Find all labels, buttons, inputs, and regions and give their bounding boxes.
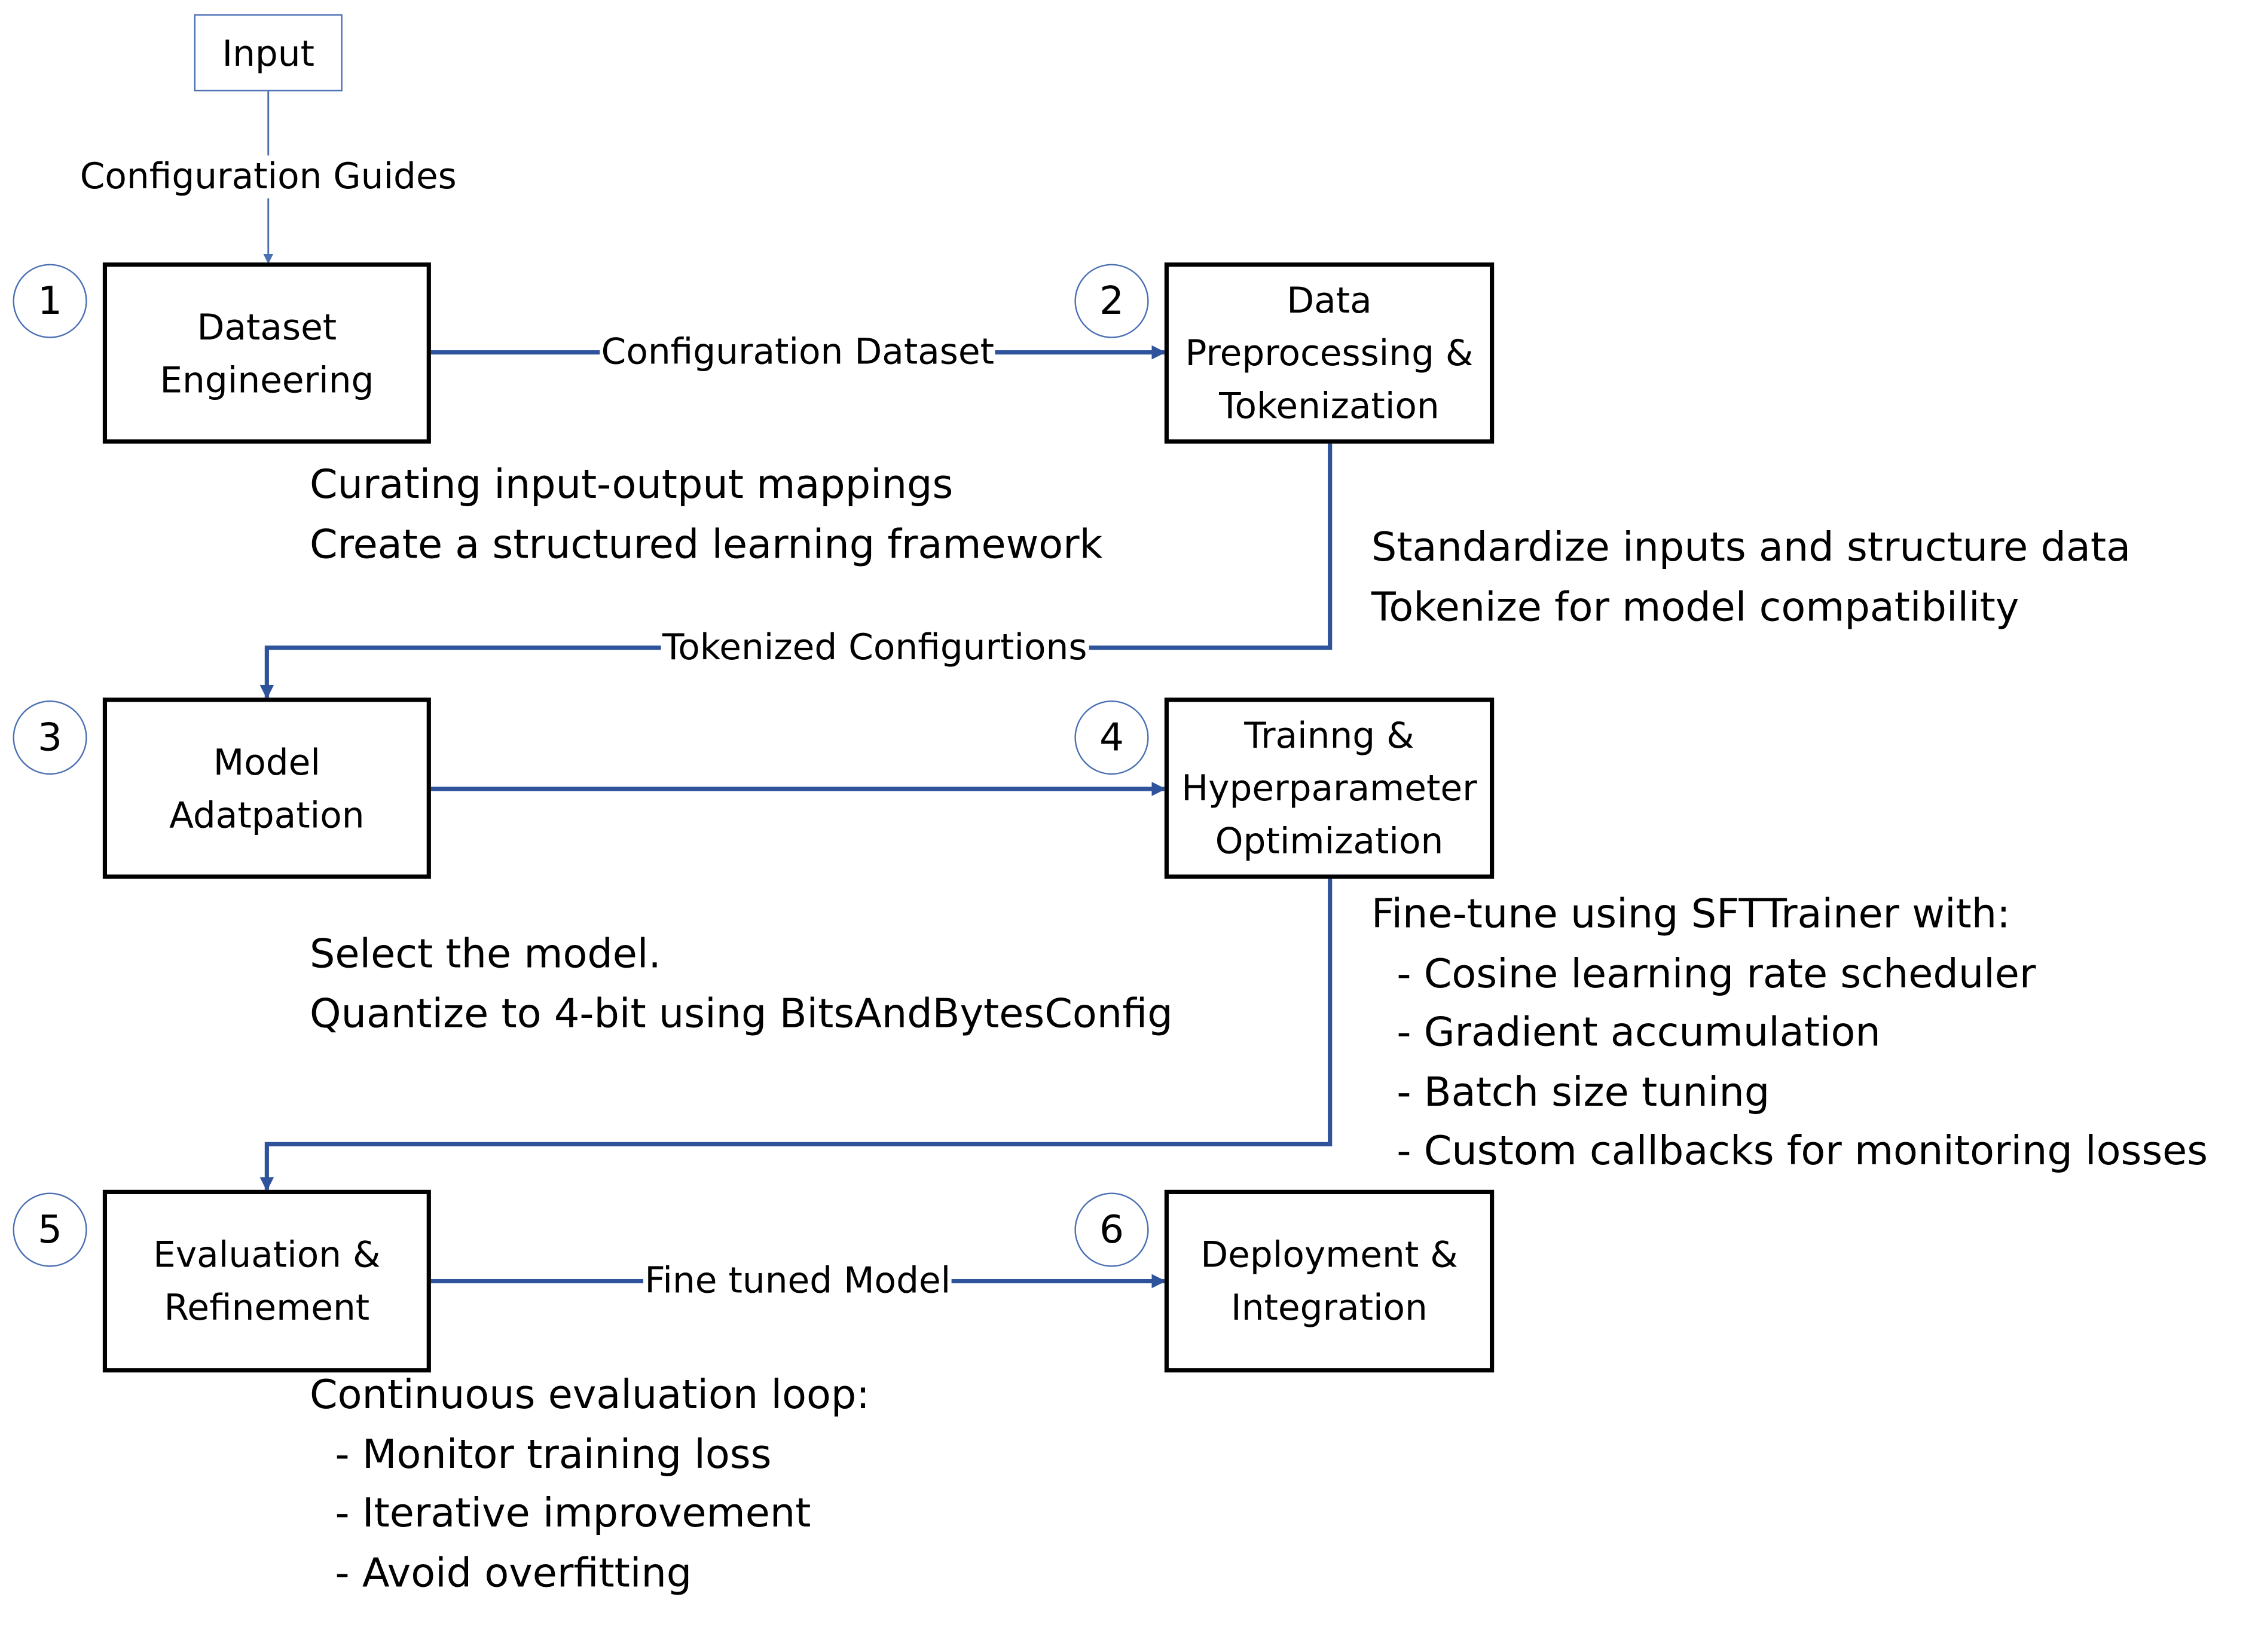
step2-preprocessing-box: Data Preprocessing & Tokenization bbox=[1164, 262, 1495, 444]
input-label: Input bbox=[222, 32, 314, 74]
model-adaptation-note: Select the model. Quantize to 4-bit usin… bbox=[309, 930, 1173, 1037]
training-note: Fine-tune using SFTTrainer with: - Cosin… bbox=[1371, 890, 2208, 1175]
step3-model-adaptation-box: Model Adatpation bbox=[102, 697, 431, 879]
input-box: Input bbox=[194, 14, 343, 91]
fine-tuned-model-label: Fine tuned Model bbox=[643, 1259, 952, 1303]
step1-number-badge: 1 bbox=[13, 264, 87, 338]
preprocessing-note: Standardize inputs and structure data To… bbox=[1371, 524, 2131, 631]
step4-to-step5-arrow bbox=[259, 879, 1333, 1192]
step6-number-badge: 6 bbox=[1074, 1192, 1149, 1267]
evaluation-note: Continuous evaluation loop: - Monitor tr… bbox=[309, 1370, 870, 1596]
step6-deployment-box: Deployment & Integration bbox=[1164, 1189, 1495, 1373]
tokenized-configurations-label: Tokenized Configurtions bbox=[661, 626, 1089, 669]
step1-dataset-engineering-box: Dataset Engineering bbox=[102, 262, 431, 444]
configuration-dataset-label: Configuration Dataset bbox=[600, 331, 996, 374]
dataset-engineering-note: Curating input-output mappings Create a … bbox=[309, 461, 1103, 568]
step5-evaluation-box: Evaluation & Refinement bbox=[102, 1189, 431, 1373]
step3-number-badge: 3 bbox=[13, 700, 87, 775]
configuration-guides-label: Configuration Guides bbox=[78, 155, 459, 198]
step2-number-badge: 2 bbox=[1074, 264, 1149, 338]
step5-number-badge: 5 bbox=[13, 1192, 87, 1267]
step4-number-badge: 4 bbox=[1074, 700, 1149, 775]
step4-training-box: Trainng & Hyperparameter Optimization bbox=[1164, 697, 1495, 879]
